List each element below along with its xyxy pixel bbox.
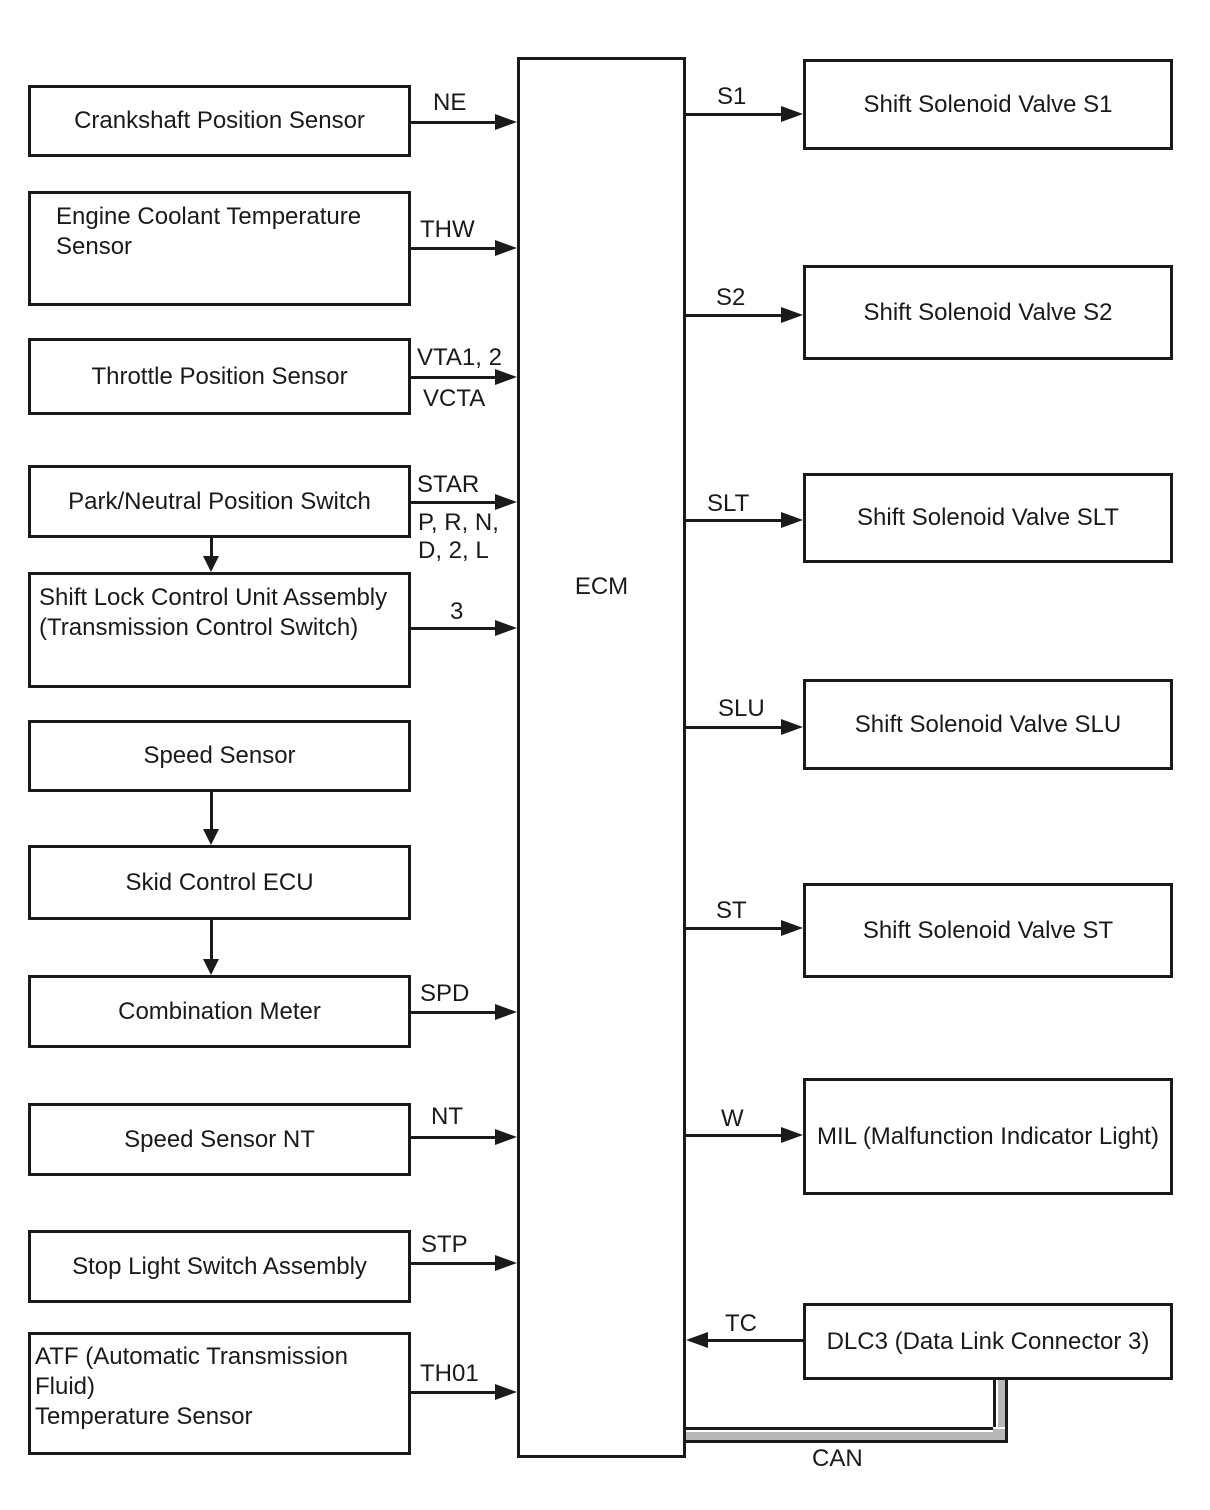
can-bus-corner [993, 1427, 1008, 1443]
signal-3: 3 [450, 598, 464, 625]
shiftlock-arrowhead-icon [495, 620, 517, 636]
signal-d2l: D, 2, L [418, 537, 489, 564]
node-dlc3: DLC3 (Data Link Connector 3) [803, 1303, 1173, 1380]
signal-vcta: VCTA [423, 385, 486, 412]
tc-arrowhead-icon [686, 1332, 708, 1348]
ne-arrowhead-icon [495, 114, 517, 130]
node-atf-temperature-sensor: ATF (Automatic Transmission Fluid) Tempe… [28, 1332, 411, 1455]
node-shift-solenoid-valve-slu: Shift Solenoid Valve SLU [803, 679, 1173, 770]
node-speed-sensor-nt: Speed Sensor NT [28, 1103, 411, 1176]
slu-arrow-line [686, 726, 783, 729]
st-arrowhead-icon [781, 920, 803, 936]
th01-arrowhead-icon [495, 1384, 517, 1400]
nt-arrow-line [411, 1136, 497, 1139]
w-arrowhead-icon [781, 1127, 803, 1143]
slt-arrowhead-icon [781, 512, 803, 528]
node-shift-solenoid-valve-st: Shift Solenoid Valve ST [803, 883, 1173, 978]
node-combination-meter: Combination Meter [28, 975, 411, 1048]
signal-vta12: VTA1, 2 [417, 344, 502, 371]
node-shift-solenoid-valve-s2: Shift Solenoid Valve S2 [803, 265, 1173, 360]
signal-slu: SLU [718, 695, 765, 722]
vta-arrowhead-icon [495, 369, 517, 385]
s2-arrowhead-icon [781, 307, 803, 323]
signal-thw: THW [420, 216, 475, 243]
star-arrow-line [411, 501, 497, 504]
speed-to-skid-line [210, 792, 213, 830]
pn-to-shiftlock-line [210, 538, 213, 558]
ecm-label: ECM [574, 573, 629, 600]
signal-st: ST [716, 897, 747, 924]
stp-arrowhead-icon [495, 1255, 517, 1271]
node-ecm [517, 57, 686, 1458]
node-throttle-position-sensor: Throttle Position Sensor [28, 338, 411, 415]
signal-stp: STP [421, 1231, 468, 1258]
node-crankshaft-position-sensor: Crankshaft Position Sensor [28, 85, 411, 157]
signal-slt: SLT [707, 490, 750, 517]
signal-s1: S1 [717, 83, 747, 110]
node-engine-coolant-temperature-sensor: Engine Coolant Temperature Sensor [28, 191, 411, 306]
node-mil: MIL (Malfunction Indicator Light) [803, 1078, 1173, 1195]
node-speed-sensor: Speed Sensor [28, 720, 411, 792]
tc-arrow-line [706, 1339, 803, 1342]
nt-arrowhead-icon [495, 1129, 517, 1145]
node-shift-lock-control-unit: Shift Lock Control Unit Assembly (Transm… [28, 572, 411, 688]
node-shift-solenoid-valve-s1: Shift Solenoid Valve S1 [803, 59, 1173, 150]
s1-arrowhead-icon [781, 106, 803, 122]
thw-arrowhead-icon [495, 240, 517, 256]
stp-arrow-line [411, 1262, 497, 1265]
can-bus-horizontal [686, 1427, 993, 1443]
signal-th01: TH01 [420, 1360, 479, 1387]
signal-prn: P, R, N, [418, 509, 499, 536]
w-arrow-line [686, 1134, 783, 1137]
signal-tc: TC [725, 1310, 757, 1337]
signal-ne: NE [433, 89, 467, 116]
signal-s2: S2 [716, 284, 746, 311]
shiftlock-arrow-line [411, 627, 497, 630]
star-arrowhead-icon [495, 494, 517, 510]
node-shift-solenoid-valve-slt: Shift Solenoid Valve SLT [803, 473, 1173, 563]
signal-spd: SPD [420, 980, 470, 1007]
spd-arrowhead-icon [495, 1004, 517, 1020]
thw-arrow-line [411, 247, 497, 250]
signal-w: W [721, 1105, 744, 1132]
s2-arrow-line [686, 314, 783, 317]
ne-arrow-line [411, 121, 497, 124]
spd-arrow-line [411, 1011, 497, 1014]
node-stop-light-switch-assembly: Stop Light Switch Assembly [28, 1230, 411, 1303]
th01-arrow-line [411, 1391, 497, 1394]
vta-arrow-line [411, 376, 497, 379]
node-park-neutral-position-switch: Park/Neutral Position Switch [28, 465, 411, 538]
st-arrow-line [686, 927, 783, 930]
skid-to-meter-arrowhead-icon [203, 959, 219, 975]
skid-to-meter-line [210, 920, 213, 960]
can-bus-label: CAN [812, 1445, 863, 1472]
s1-arrow-line [686, 113, 783, 116]
signal-star: STAR [417, 471, 480, 498]
pn-to-shiftlock-arrowhead-icon [203, 556, 219, 572]
slu-arrowhead-icon [781, 719, 803, 735]
signal-nt: NT [431, 1103, 463, 1130]
node-skid-control-ecu: Skid Control ECU [28, 845, 411, 920]
can-bus-vertical [993, 1380, 1008, 1427]
slt-arrow-line [686, 519, 783, 522]
speed-to-skid-arrowhead-icon [203, 829, 219, 845]
